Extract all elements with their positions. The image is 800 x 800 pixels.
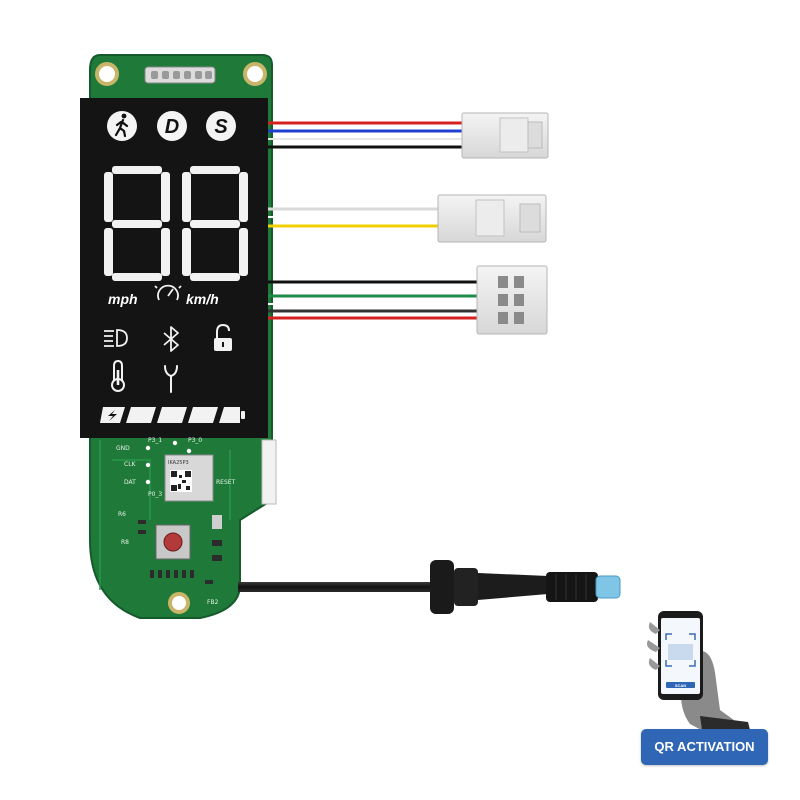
walking-person-icon (114, 113, 129, 138)
speed-digits (104, 166, 248, 281)
mounting-hole (95, 62, 119, 86)
mounting-hole (243, 62, 267, 86)
headlight-icon (104, 329, 128, 347)
wire-harness-2 (268, 207, 442, 228)
smd-components (138, 515, 222, 584)
mode-indicators: D S (107, 111, 236, 141)
connector-3 (476, 265, 548, 335)
label-fb2: FB2 (207, 599, 219, 606)
walk-mode-circle (107, 111, 137, 141)
bluetooth-icon (163, 326, 179, 352)
s-mode-circle (206, 111, 236, 141)
speedometer-icon (154, 284, 182, 301)
wire-harness-1 (268, 121, 465, 149)
s-mode-letter: S (214, 116, 228, 138)
label-r8: R8 (121, 539, 129, 546)
label-p3-0: P3_0 (188, 437, 202, 444)
reset-button (155, 524, 191, 560)
cable-tip (595, 575, 621, 599)
label-p3-1: P3_1 (148, 437, 162, 444)
label-r6: R6 (118, 511, 126, 518)
wireless-module: IKA25P3 (164, 454, 214, 502)
pcb-silkscreen: GND CLK DAT P3_1 P3_0 P0_3 RESET R6 R8 F… (116, 437, 236, 606)
phone-scan-button (666, 682, 695, 688)
qr-activation-badge: QR ACTIVATION (641, 729, 768, 765)
chip-label: IKA25P3 (168, 460, 189, 466)
phone-scan-label: SCAN (675, 683, 686, 688)
label-reset: RESET (216, 479, 236, 486)
d-mode-circle (157, 111, 187, 141)
mounting-hole (168, 592, 190, 614)
connector-2 (437, 194, 547, 243)
lock-open-icon (214, 323, 232, 351)
d-mode-letter: D (165, 116, 179, 138)
label-clk: CLK (124, 461, 137, 468)
side-connector (261, 439, 277, 505)
battery-icon (100, 407, 245, 423)
scan-frame-icon (665, 633, 696, 667)
thermometer-icon (111, 359, 125, 392)
unit-mph: mph (108, 291, 138, 307)
wire-harness-3 (268, 280, 480, 320)
connector-1 (461, 112, 549, 159)
chip-qr-code (170, 470, 192, 492)
unit-kmh: km/h (186, 291, 219, 307)
label-gnd: GND (116, 445, 130, 452)
phone-hand-illustration: SCAN (647, 611, 750, 740)
main-cable (238, 560, 621, 614)
label-p0-3: P0_3 (148, 491, 162, 498)
wrench-icon (164, 365, 178, 393)
label-dat: DAT (124, 479, 136, 486)
